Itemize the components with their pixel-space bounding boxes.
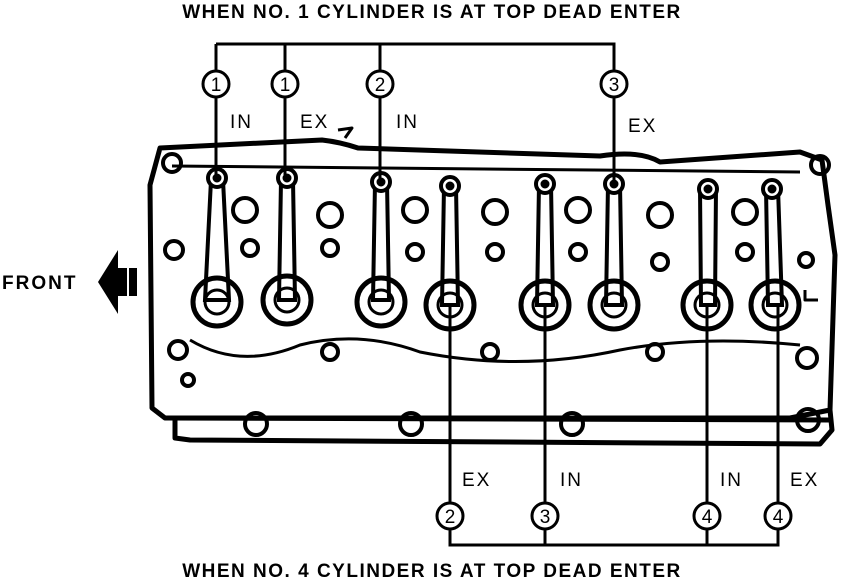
front-arrow-icon (98, 250, 137, 314)
callout-number: 2 (445, 507, 456, 528)
callout-valve-label: IN (720, 470, 743, 491)
bottom-title: WHEN NO. 4 CYLINDER IS AT TOP DEAD ENTER (182, 561, 682, 582)
callout-number: 1 (211, 75, 222, 96)
front-label: FRONT (2, 273, 77, 294)
bolt-holes (161, 152, 831, 437)
top-callout-3: 2 IN (365, 69, 419, 133)
callout-number: 3 (609, 75, 620, 96)
bottom-callout-2: 3 IN (530, 470, 583, 531)
callout-number: 1 (280, 75, 291, 96)
callout-number: 2 (375, 75, 386, 96)
cylinder-head (147, 126, 838, 447)
top-title: WHEN NO. 1 CYLINDER IS AT TOP DEAD ENTER (182, 2, 682, 23)
top-callout-1: 1 IN (201, 69, 253, 133)
callout-number: 4 (702, 507, 713, 528)
bottom-callout-4: 4 EX (763, 470, 819, 531)
callout-valve-label: IN (396, 112, 419, 133)
bottom-leader-lines (448, 306, 780, 547)
callout-valve-label: EX (628, 116, 657, 137)
callout-valve-label: EX (300, 112, 329, 133)
callout-valve-label: IN (560, 470, 583, 491)
bottom-callout-1: 2 EX (435, 470, 491, 531)
callout-valve-label: IN (230, 112, 253, 133)
callout-number: 4 (773, 507, 784, 528)
top-leader-lines (214, 42, 616, 184)
top-callout-4: 3 EX (599, 69, 657, 137)
bottom-callout-3: 4 IN (692, 470, 743, 531)
callout-valve-label: EX (462, 470, 491, 491)
top-callout-2: 1 EX (270, 69, 329, 133)
callout-number: 3 (540, 507, 551, 528)
callout-valve-label: EX (790, 470, 819, 491)
